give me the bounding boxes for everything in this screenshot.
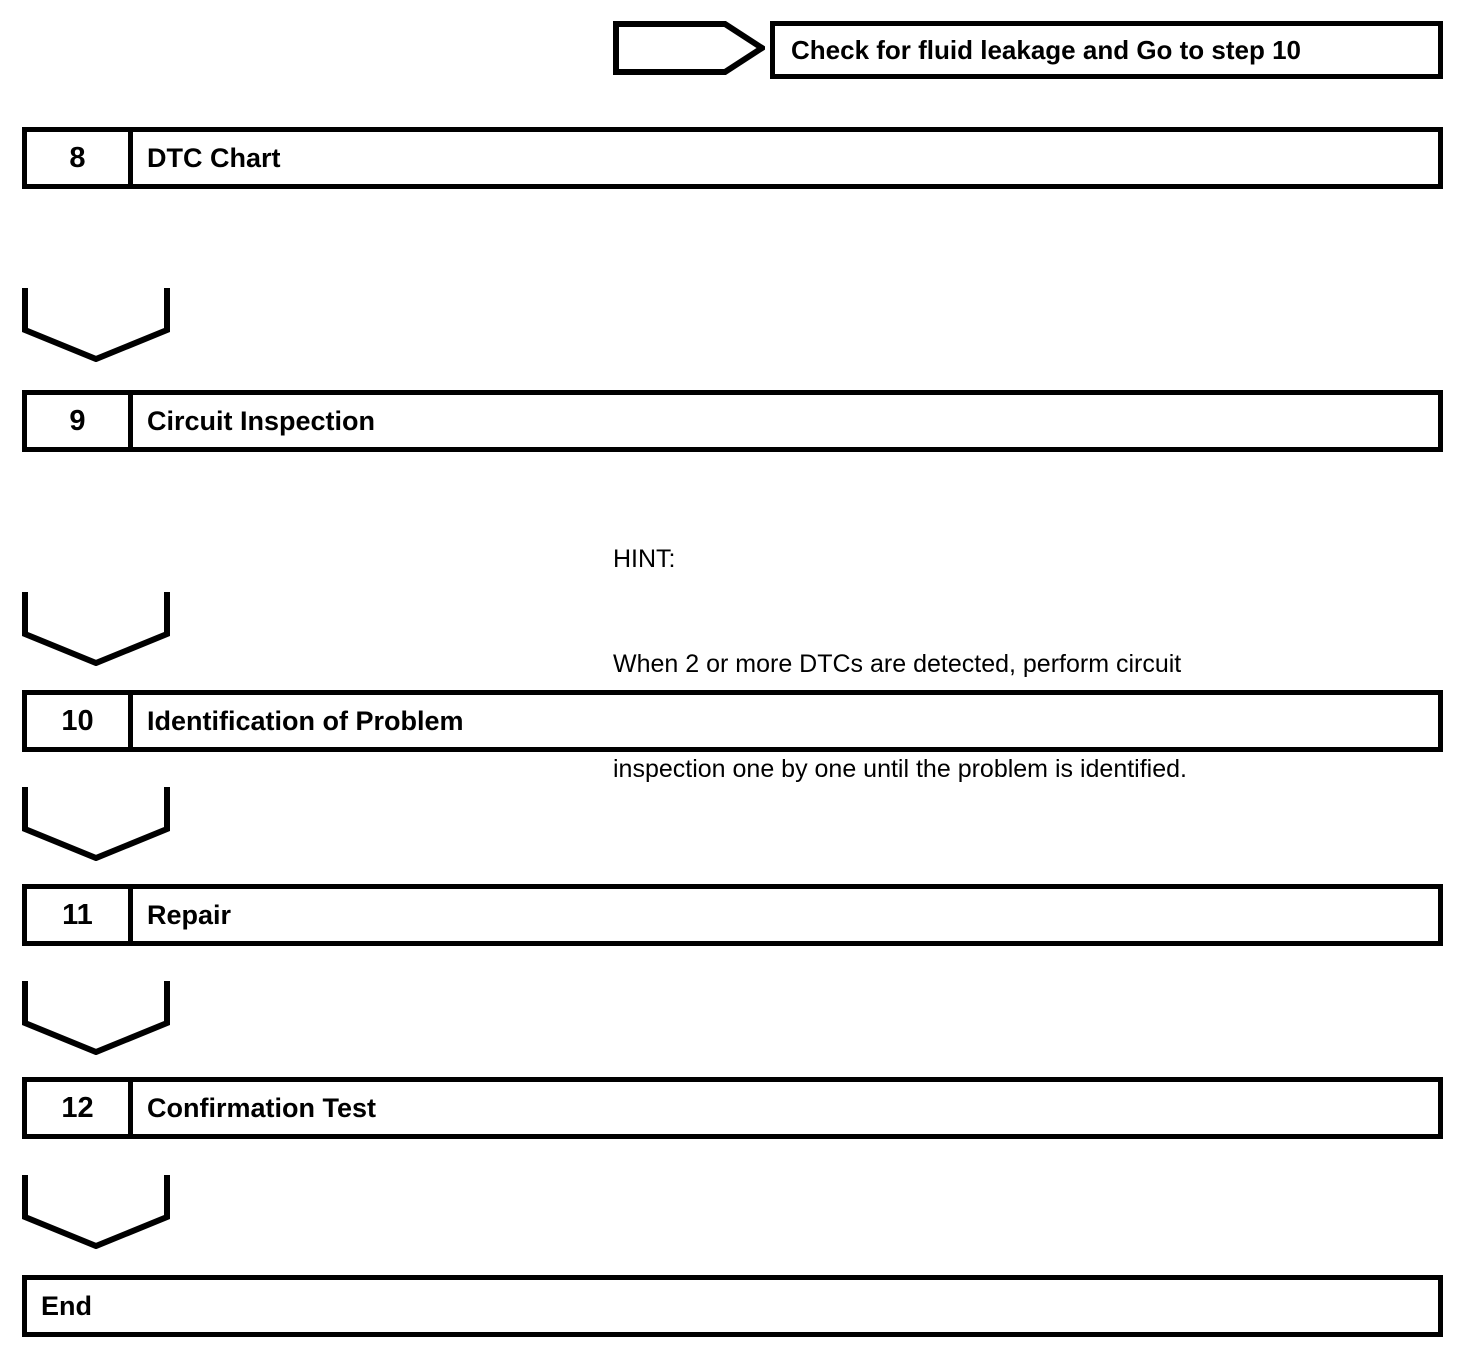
step-label-12: Confirmation Test: [147, 1092, 376, 1123]
step-number-12: 12: [27, 1082, 133, 1134]
connector-12-to-end-icon: [22, 1175, 170, 1249]
terminal-label-end: End: [41, 1290, 92, 1321]
connector-11-to-12-icon: [22, 981, 170, 1055]
note-box-fluid-leakage: Check for fluid leakage and Go to step 1…: [770, 21, 1443, 79]
step-number-11: 11: [27, 889, 133, 941]
step-row-12: 12 Confirmation Test: [22, 1077, 1443, 1139]
terminal-row-end: End: [22, 1275, 1443, 1337]
hint-line-1: When 2 or more DTCs are detected, perfor…: [613, 650, 1182, 678]
step-number-8: 8: [27, 132, 133, 184]
step-row-11: 11 Repair: [22, 884, 1443, 946]
step-label-8: DTC Chart: [147, 142, 281, 173]
hint-block: HINT: When 2 or more DTCs are detected, …: [613, 472, 1373, 857]
hint-line-2: inspection one by one until the problem …: [613, 755, 1187, 783]
hint-title: HINT:: [613, 545, 676, 573]
step-row-8: 8 DTC Chart: [22, 127, 1443, 189]
step-row-9: 9 Circuit Inspection: [22, 390, 1443, 452]
step-label-9: Circuit Inspection: [147, 405, 376, 436]
step-row-10: 10 Identification of Problem: [22, 690, 1443, 752]
connector-10-to-11-icon: [22, 787, 170, 861]
connector-9-to-10-icon: [22, 592, 170, 666]
step-label-11: Repair: [147, 899, 232, 930]
step-label-10: Identification of Problem: [147, 705, 464, 736]
note-box-text: Check for fluid leakage and Go to step 1…: [791, 34, 1302, 65]
connector-8-to-9-icon: [22, 288, 170, 362]
step-number-10: 10: [27, 695, 133, 747]
step-number-9: 9: [27, 395, 133, 447]
right-arrow-pentagon-icon: [613, 21, 765, 75]
